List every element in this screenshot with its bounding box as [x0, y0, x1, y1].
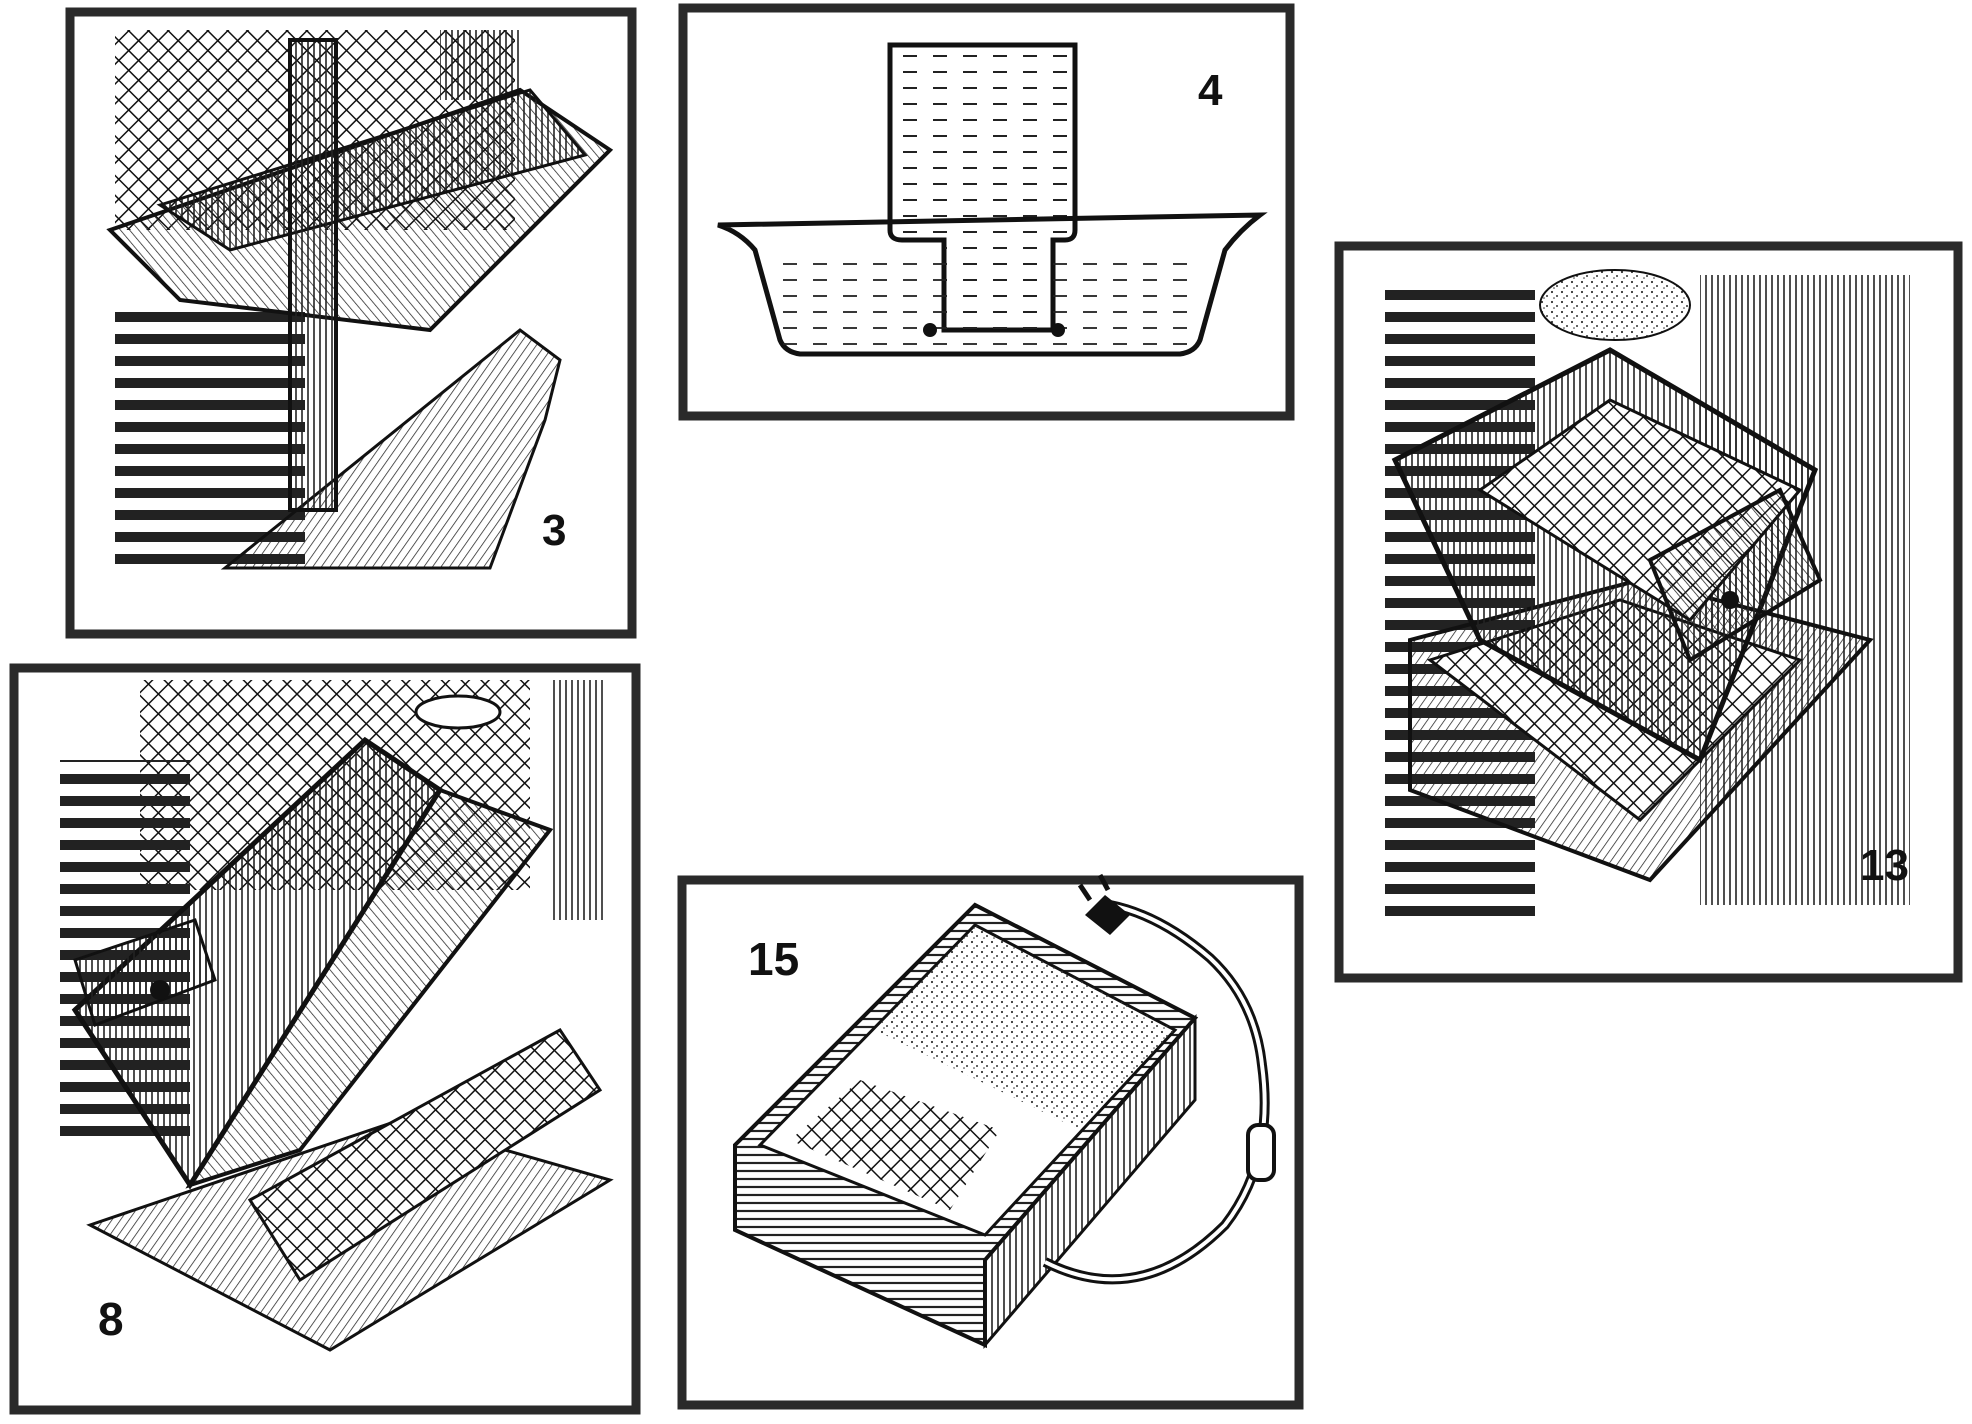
fig13-jar [1539, 269, 1691, 341]
fig15-heater-grid [790, 1080, 1000, 1210]
figure-8-panel: 8 [9, 663, 641, 1415]
figure-4-label: 4 [1198, 66, 1223, 115]
figure-13-panel: 13 [1334, 241, 1963, 983]
fig4-bottle-neck-water [945, 240, 1051, 335]
fig3-hopper-top [156, 88, 588, 252]
fig4-right-foot [1051, 323, 1065, 337]
figure-15-panel: 15 [677, 873, 1304, 1410]
fig4-drinking-tray [717, 212, 1268, 357]
figure-3-label: 3 [542, 506, 566, 555]
figure-13-label: 13 [1860, 841, 1909, 890]
fig8-mesh-floor [247, 1028, 603, 1283]
fig8-jar-top [414, 694, 502, 730]
fig15-plug-pin-2 [1097, 873, 1111, 892]
fig8-post [550, 680, 605, 920]
fig15-plug-pin-1 [1077, 883, 1093, 902]
figure-15-label: 15 [748, 933, 799, 985]
fig13-screw [1721, 591, 1739, 609]
figure-3-panel: 3 [65, 7, 637, 639]
fig13-end-plate [1647, 487, 1823, 663]
fig8-end-plate [73, 918, 217, 1027]
fig15-plug-body [1085, 895, 1130, 935]
fig15-power-cord-highlight [1044, 903, 1267, 1282]
fig15-granular-fill [875, 925, 1175, 1130]
fig3-post [440, 30, 520, 100]
fig8-screw [150, 980, 170, 1000]
fig8-feeder-box-inner [185, 787, 554, 1189]
fig3-vertical-stick [288, 38, 338, 512]
fig15-inline-switch [1246, 1123, 1276, 1182]
figure-4-panel: 4 [678, 3, 1295, 421]
fig4-left-foot [923, 323, 937, 337]
figure-8-label: 8 [98, 1293, 124, 1345]
fig3-striped-wall [115, 300, 305, 570]
fig15-tray-right-side [983, 1013, 1197, 1350]
